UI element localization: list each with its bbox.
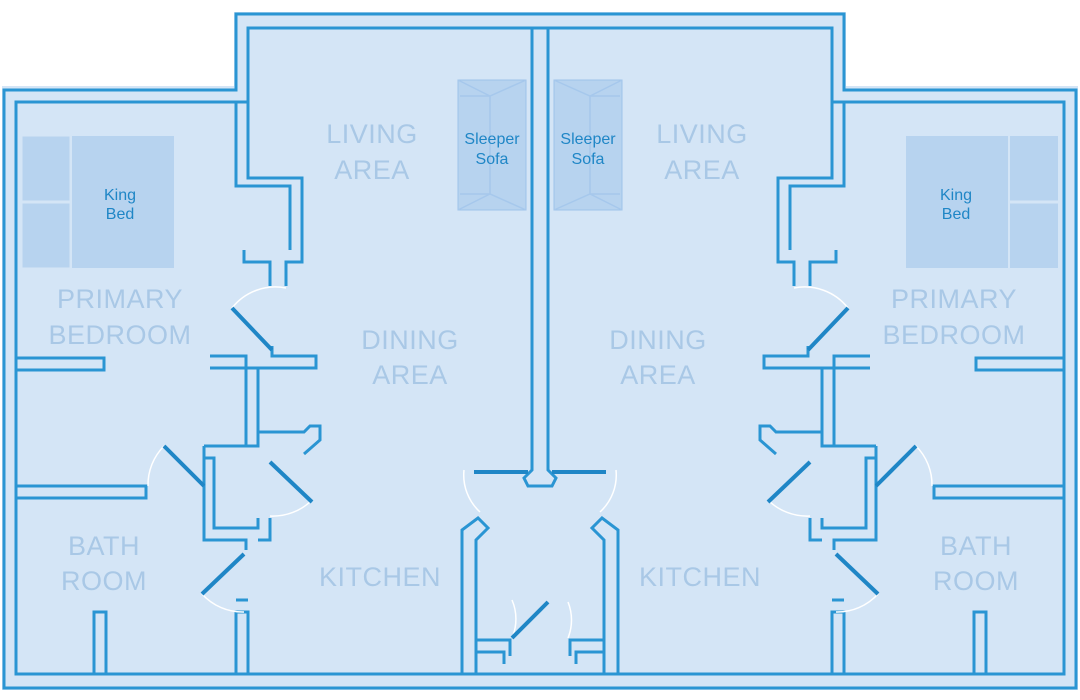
right-unit-walls [589, 102, 1064, 674]
right-doors [552, 286, 933, 613]
right-dining-label-2: AREA [620, 360, 696, 390]
bedroom-door [230, 306, 274, 352]
left-bedroom-label-2: BEDROOM [48, 320, 191, 350]
left-dining-label-1: DINING [361, 325, 459, 355]
center-partition [522, 28, 558, 488]
right-bed-label-2: Bed [942, 206, 970, 223]
left-bedroom-label-1: PRIMARY [57, 284, 183, 314]
right-sofa-label-1: Sleeper [560, 131, 616, 148]
left-doors [147, 286, 550, 640]
right-bed-label-1: King [940, 187, 972, 204]
right-sofa-label-2: Sofa [572, 151, 605, 168]
right-sleeper-sofa [553, 79, 623, 211]
right-living-label-1: LIVING [656, 119, 748, 149]
entry-vestibule [474, 638, 606, 664]
left-kitchen-label: KITCHEN [319, 562, 441, 592]
right-kitchen-label: KITCHEN [639, 562, 761, 592]
left-king-bed [21, 135, 174, 269]
left-bath-label-1: BATH [68, 531, 140, 561]
bath-door-2 [200, 552, 246, 596]
right-bath-label-1: BATH [940, 531, 1012, 561]
left-sofa-label-1: Sleeper [464, 131, 520, 148]
left-sleeper-sofa [457, 79, 527, 211]
left-sofa-label-2: Sofa [476, 151, 509, 168]
right-bedroom-label-1: PRIMARY [891, 284, 1017, 314]
left-bath-label-2: ROOM [61, 566, 147, 596]
main-entry-swing-right [567, 601, 573, 639]
right-king-bed [906, 136, 1058, 268]
left-bed-label-2: Bed [106, 206, 134, 223]
bath-door [162, 444, 206, 488]
main-entry-door [510, 600, 550, 640]
left-dining-label-2: AREA [372, 360, 448, 390]
right-dining-label-1: DINING [609, 325, 707, 355]
right-bedroom-label-2: BEDROOM [882, 320, 1025, 350]
closet-door [268, 460, 314, 504]
right-bath-label-2: ROOM [933, 566, 1019, 596]
exterior-wall-outer [2, 12, 1078, 690]
left-living-label-1: LIVING [326, 119, 418, 149]
floor-area [2, 12, 1078, 690]
left-living-label-2: AREA [334, 155, 410, 185]
right-living-label-2: AREA [664, 155, 740, 185]
left-bed-label-1: King [104, 187, 136, 204]
